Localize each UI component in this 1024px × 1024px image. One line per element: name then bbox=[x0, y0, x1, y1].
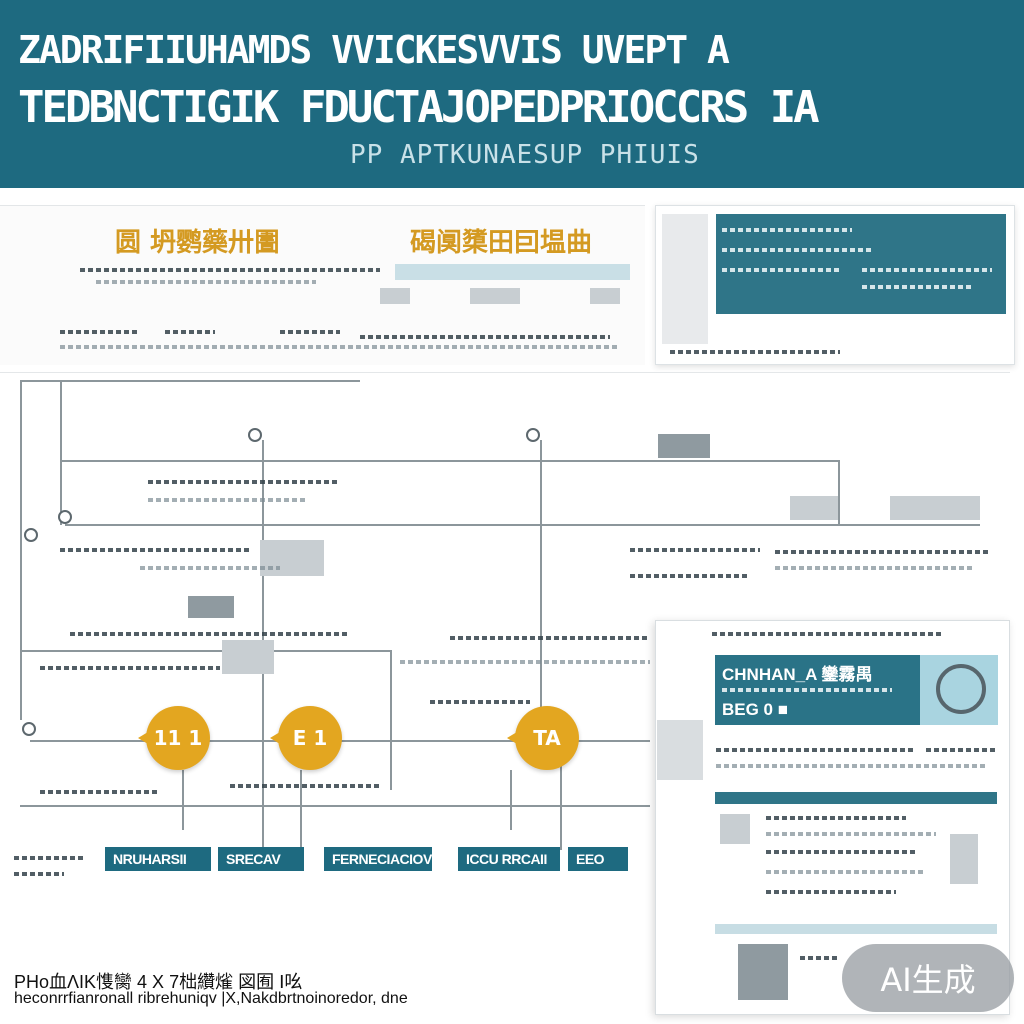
flow-text-line bbox=[40, 666, 220, 670]
flow-text-line bbox=[60, 548, 250, 552]
flow-text-line bbox=[630, 574, 750, 578]
flow-connector bbox=[20, 805, 650, 807]
flow-text-line bbox=[14, 872, 64, 876]
emblem-icon bbox=[936, 664, 986, 714]
flow-block bbox=[890, 496, 980, 520]
ai-generated-badge: AI生成 bbox=[842, 944, 1014, 1012]
flow-connector bbox=[390, 650, 392, 790]
flow-diagram bbox=[0, 372, 1010, 610]
stage-label-1: NRUHARSII bbox=[105, 847, 211, 871]
banner-title-line1: ZADRIFIIUHAMDS VVICKESVVIS UVEPT A bbox=[18, 28, 730, 72]
flow-connector bbox=[60, 380, 62, 525]
flow-text-line bbox=[40, 790, 160, 794]
card-section-strip bbox=[715, 924, 997, 934]
card-text-line bbox=[716, 748, 916, 752]
card-thumb bbox=[720, 814, 750, 844]
panel-chip bbox=[470, 288, 520, 304]
stage-label-2: SRECAV bbox=[218, 847, 304, 871]
flow-connector bbox=[300, 770, 302, 850]
panel-chip bbox=[590, 288, 620, 304]
flow-block bbox=[188, 596, 234, 618]
flow-connector bbox=[540, 440, 542, 710]
card-sidebar bbox=[662, 214, 708, 344]
connector-ring bbox=[526, 428, 540, 442]
card-title: CHNHAN_A 鑾霧禺 bbox=[722, 665, 873, 684]
flow-text-line bbox=[400, 660, 650, 664]
panel-text-line bbox=[165, 330, 215, 334]
process-node-2[interactable]: E 1 bbox=[270, 706, 342, 770]
panel-text-line bbox=[360, 335, 610, 339]
connector-ring bbox=[58, 510, 72, 524]
card-text-line bbox=[766, 870, 926, 874]
connector-ring bbox=[24, 528, 38, 542]
card-text-line bbox=[766, 850, 916, 854]
flow-connector bbox=[60, 460, 840, 462]
panel-text-line bbox=[280, 330, 340, 334]
flow-connector bbox=[560, 740, 562, 850]
card-text-line bbox=[862, 285, 972, 289]
flow-connector bbox=[22, 650, 392, 652]
banner-title-line2: TEDBNCTIGIK FDUCTAJOPEDPRIOCCRS IA bbox=[18, 82, 820, 133]
card-text-line bbox=[722, 228, 852, 232]
card-text-line bbox=[722, 268, 842, 272]
stage-label-5: EEO bbox=[568, 847, 628, 871]
flow-text-line bbox=[775, 550, 990, 554]
card-text-line bbox=[722, 248, 872, 252]
flow-text-line bbox=[148, 498, 308, 502]
flow-connector bbox=[20, 380, 360, 382]
card-text-line bbox=[766, 832, 936, 836]
flow-block bbox=[658, 434, 710, 458]
panel-heading-left: 圆 坍鹦藥卅圕 bbox=[115, 228, 281, 258]
process-node-3[interactable]: TA bbox=[507, 706, 579, 770]
flow-connector bbox=[838, 460, 840, 524]
flow-text-line bbox=[630, 548, 760, 552]
process-node-1[interactable]: 11 1 bbox=[138, 706, 210, 770]
panel-strip bbox=[395, 264, 630, 280]
flow-text-line bbox=[70, 632, 350, 636]
footer-line1: PHo血ΛIK愯臠 4 X 7柮纘熦 図囿 Ⅰ吆 bbox=[14, 972, 303, 992]
card-emblem bbox=[920, 655, 998, 725]
panel-text-line bbox=[96, 280, 316, 284]
flow-block bbox=[790, 496, 838, 520]
card-text-line bbox=[722, 688, 892, 692]
card-text-line bbox=[926, 748, 996, 752]
flow-text-line bbox=[148, 480, 338, 484]
flow-text-line bbox=[140, 566, 280, 570]
flow-connector bbox=[182, 770, 184, 830]
card-thumb bbox=[738, 944, 788, 1000]
flow-text-line bbox=[430, 700, 530, 704]
flow-connector bbox=[65, 524, 980, 526]
card-text-line bbox=[716, 764, 986, 768]
card-text-line bbox=[862, 268, 992, 272]
panel-text-line bbox=[80, 268, 380, 272]
flow-text-line bbox=[775, 566, 975, 570]
card-section-strip bbox=[715, 792, 997, 804]
flow-block bbox=[222, 640, 274, 674]
panel-text-line bbox=[60, 330, 140, 334]
banner-subtitle: PP APTKUNAESUP PHIUIS bbox=[350, 140, 700, 170]
flow-text-line bbox=[450, 636, 650, 640]
panel-heading-right: 碣阒橥田囙塭曲 bbox=[410, 228, 593, 258]
flow-text-line bbox=[230, 784, 380, 788]
card-tab-line bbox=[712, 632, 942, 636]
connector-ring bbox=[22, 722, 36, 736]
panel-chip bbox=[380, 288, 410, 304]
connector-ring bbox=[248, 428, 262, 442]
flow-connector bbox=[20, 380, 22, 720]
card-footer-line bbox=[670, 350, 840, 354]
flow-connector bbox=[510, 770, 512, 830]
footer-line2: heconrrfianronall ribrehuniqv |X,Nakdbrt… bbox=[14, 990, 408, 1007]
card-text-line bbox=[766, 816, 906, 820]
panel-text-line bbox=[60, 345, 620, 349]
flow-text-line bbox=[14, 856, 84, 860]
header-banner: ZADRIFIIUHAMDS VVICKESVVIS UVEPT A TEDBN… bbox=[0, 0, 1024, 188]
card-subtitle: BEG 0 ■ bbox=[722, 700, 789, 719]
flow-block bbox=[260, 540, 324, 576]
card-text-line bbox=[766, 890, 896, 894]
card-sidebar bbox=[657, 720, 703, 780]
card-text-line bbox=[800, 956, 840, 960]
card-thumb bbox=[950, 834, 978, 884]
stage-label-4: ICCU RRCAII bbox=[458, 847, 560, 871]
stage-label-3: FERNECIACIOV bbox=[324, 847, 432, 871]
